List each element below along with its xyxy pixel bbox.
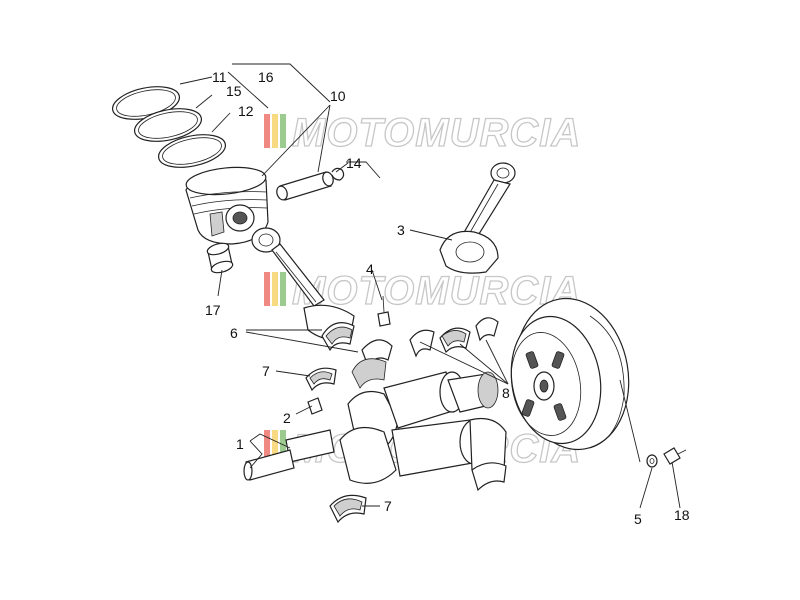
callouts: 11 16 15 10 12 14 3 4 17 6 7 8 2 1 7 5 1… — [205, 69, 690, 527]
watermark-logo-top: MOTOMURCIA — [264, 110, 581, 156]
callout-5: 5 — [634, 511, 642, 527]
callout-7-upper: 7 — [262, 363, 270, 379]
watermark-text: MOTOMURCIA — [292, 269, 581, 313]
bearing-shell-7-lower[interactable] — [329, 462, 507, 524]
watermark-stripe-green — [280, 272, 286, 306]
watermark-stripe-red — [264, 272, 270, 306]
callout-3: 3 — [397, 222, 405, 238]
flywheel-screw[interactable] — [663, 447, 687, 465]
piston[interactable] — [185, 164, 269, 245]
circlip[interactable] — [331, 167, 345, 181]
flywheel[interactable] — [502, 289, 641, 458]
oil-plug[interactable] — [307, 397, 323, 415]
watermark-stripe-green — [280, 114, 286, 148]
watermark-stripe-yellow — [272, 114, 278, 148]
piston-pin[interactable] — [275, 171, 335, 201]
rod-bolt[interactable] — [377, 295, 391, 327]
bearing-shell-lower[interactable] — [351, 339, 393, 389]
callout-11: 11 — [212, 69, 227, 85]
leader-lines — [179, 63, 681, 509]
watermark-stripe-red — [264, 114, 270, 148]
crankshaft[interactable] — [243, 371, 507, 484]
callout-18: 18 — [674, 507, 690, 523]
callout-12: 12 — [238, 103, 254, 119]
callout-14: 14 — [346, 155, 362, 171]
bearing-shell-7-upper[interactable] — [305, 367, 337, 392]
piston-ring-15[interactable] — [132, 103, 205, 146]
callout-1: 1 — [236, 436, 244, 452]
watermark-text: MOTOMURCIA — [292, 111, 581, 155]
callout-15: 15 — [226, 83, 242, 99]
watermark-stripe-red — [264, 430, 270, 464]
piston-ring-12[interactable] — [156, 129, 229, 172]
callout-8: 8 — [502, 385, 510, 401]
watermark-stripe-yellow — [272, 430, 278, 464]
callout-7-lower: 7 — [384, 498, 392, 514]
callout-2: 2 — [283, 410, 291, 426]
watermark-logo-middle: MOTOMURCIA — [264, 268, 581, 314]
callout-6: 6 — [230, 325, 238, 341]
bearing-shell-upper[interactable] — [321, 322, 355, 352]
washer[interactable] — [646, 454, 658, 468]
main-bearing-shells[interactable] — [409, 317, 499, 358]
callout-4: 4 — [366, 261, 374, 277]
small-end-bushing[interactable] — [206, 241, 234, 275]
callout-10: 10 — [330, 88, 346, 104]
callout-16: 16 — [258, 69, 274, 85]
watermark-stripe-yellow — [272, 272, 278, 306]
watermark-stripe-green — [280, 430, 286, 464]
callout-17: 17 — [205, 302, 221, 318]
connecting-rod-right[interactable] — [439, 162, 516, 274]
